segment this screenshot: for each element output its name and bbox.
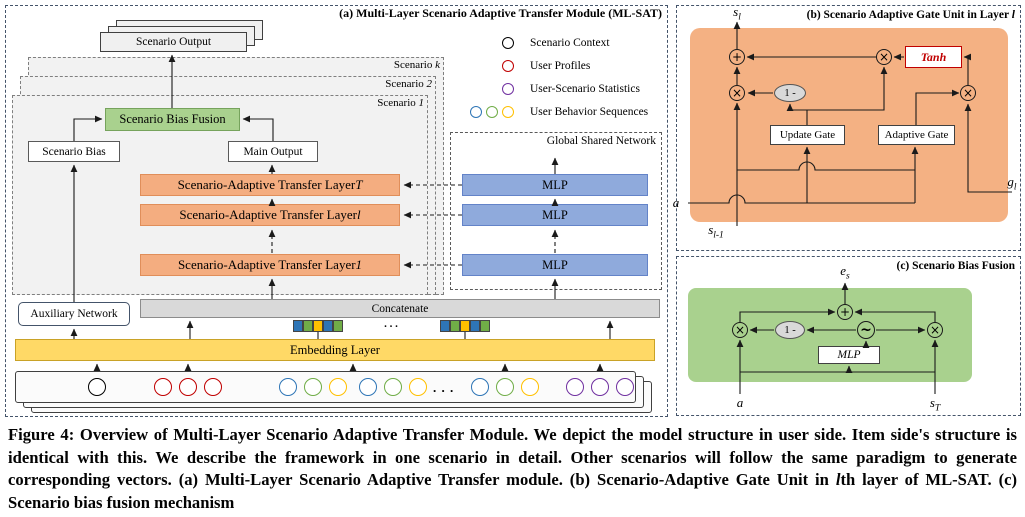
scenario-bias-box: Scenario Bias <box>28 141 120 162</box>
global-shared-network-label: Global Shared Network <box>546 135 656 147</box>
legend-item: User Behavior Sequences <box>462 105 648 119</box>
embedding-ellipsis: . . . <box>384 318 398 330</box>
embedding-vector-cell <box>303 320 313 332</box>
input-feature-circle-stat <box>566 378 584 396</box>
input-feature-circle-profile <box>154 378 172 396</box>
main-output-box: Main Output <box>228 141 318 162</box>
legend-color-dots <box>462 83 514 95</box>
auxiliary-network-box: Auxiliary Network <box>18 302 130 326</box>
circled-times-icon: × <box>876 49 892 65</box>
embedding-vector-cell <box>470 320 480 332</box>
input-feature-circle-seq_g <box>496 378 514 396</box>
embedding-vector-cell <box>333 320 343 332</box>
input-feature-circle-seq_b <box>279 378 297 396</box>
embedding-vector-cell <box>450 320 460 332</box>
mlp-box-l: MLP <box>462 204 648 226</box>
scenario-k-label: Scenario k <box>393 59 440 71</box>
panel-b-title: (b) Scenario Adaptive Gate Unit in Layer… <box>806 9 1015 21</box>
legend-color-dot <box>470 106 482 118</box>
s-l-output-label: sl <box>733 4 741 23</box>
input-feature-circle-stat <box>591 378 609 396</box>
update-gate-box: Update Gate <box>770 125 845 145</box>
mlp-box-T: MLP <box>462 174 648 196</box>
input-feature-circle-profile <box>179 378 197 396</box>
scenario-1-label: Scenario 1 <box>377 97 424 109</box>
legend-item: User-Scenario Statistics <box>462 82 648 96</box>
legend-label: User Profiles <box>530 60 591 72</box>
scenario-2-label: Scenario 2 <box>385 78 432 90</box>
e-s-output-label: es <box>840 263 850 282</box>
input-feature-circle-seq_y <box>329 378 347 396</box>
embedding-vector-cell <box>323 320 333 332</box>
legend-color-dots <box>462 60 514 72</box>
legend-color-dots <box>462 37 514 49</box>
one-minus-node: 1 - <box>774 84 806 102</box>
input-feature-circle-seq_b <box>471 378 489 396</box>
embedding-vector-cell <box>293 320 303 332</box>
concatenate-bar: Concatenate <box>140 299 660 318</box>
legend-color-dot <box>502 106 514 118</box>
legend-label: User-Scenario Statistics <box>530 83 640 95</box>
transfer-layer-T: Scenario-Adaptive Transfer Layer T <box>140 174 400 196</box>
circled-plus-icon: + <box>837 304 853 320</box>
legend-label: User Behavior Sequences <box>530 106 649 118</box>
input-feature-circle-seq_b <box>359 378 377 396</box>
legend-item: Scenario Context <box>462 36 648 50</box>
a-input-label: a <box>672 195 680 210</box>
input-feature-circle-seq_g <box>384 378 402 396</box>
mlp-box: MLP <box>818 346 880 364</box>
input-feature-circle-profile <box>204 378 222 396</box>
legend-color-dot <box>502 83 514 95</box>
embedding-vector-cell <box>440 320 450 332</box>
embedding-vector-cell <box>480 320 490 332</box>
embedding-vector-cell <box>313 320 323 332</box>
panel-a-mlsat <box>5 5 668 417</box>
input-feature-circle-stat <box>616 378 634 396</box>
input-feature-circle-context <box>88 378 106 396</box>
input-feature-circle-seq_y <box>409 378 427 396</box>
s-prev-input-label: sl-1 <box>708 222 724 241</box>
embedding-vector-cell <box>460 320 470 332</box>
a-input-label: a <box>736 395 744 410</box>
panel-c-title: (c) Scenario Bias Fusion <box>896 260 1015 272</box>
panel-b-gate-unit <box>676 5 1021 251</box>
legend-color-dot <box>502 60 514 72</box>
scenario-output-box: Scenario Output <box>100 32 247 52</box>
panel-a-title: (a) Multi-Layer Scenario Adaptive Transf… <box>339 6 662 20</box>
circled-times-icon: × <box>729 85 745 101</box>
circled-times-icon: × <box>732 322 748 338</box>
g-l-input-label: gl <box>1007 174 1017 193</box>
legend-color-dots <box>462 106 514 118</box>
scenario-bias-fusion-box: Scenario Bias Fusion <box>105 108 240 131</box>
tanh-box: Tanh <box>905 46 962 68</box>
input-row-box <box>15 371 636 403</box>
panel-c-bias-fusion <box>676 256 1021 416</box>
s-T-input-label: sT <box>929 395 941 414</box>
circled-times-icon: × <box>927 322 943 338</box>
global-shared-network-box <box>450 132 662 290</box>
input-feature-circle-seq_g <box>304 378 322 396</box>
circled-plus-icon: + <box>729 49 745 65</box>
transfer-layer-l: Scenario-Adaptive Transfer Layer l <box>140 204 400 226</box>
mlp-box-1: MLP <box>462 254 648 276</box>
adaptive-gate-box: Adaptive Gate <box>878 125 955 145</box>
input-ellipsis: . . . <box>433 380 455 395</box>
legend-color-dot <box>502 37 514 49</box>
figure-caption: Figure 4: Overview of Multi-Layer Scenar… <box>8 425 1017 512</box>
legend-color-dot <box>486 106 498 118</box>
embedding-layer-bar: Embedding Layer <box>15 339 655 361</box>
sigmoid-icon: ~ <box>857 321 875 339</box>
legend-item: User Profiles <box>462 59 648 73</box>
input-feature-circle-seq_y <box>521 378 539 396</box>
circled-times-icon: × <box>960 85 976 101</box>
scenario-output-label: Scenario Output <box>135 36 212 48</box>
legend-label: Scenario Context <box>530 37 610 49</box>
one-minus-node: 1 - <box>775 321 805 339</box>
transfer-layer-1: Scenario-Adaptive Transfer Layer 1 <box>140 254 400 276</box>
